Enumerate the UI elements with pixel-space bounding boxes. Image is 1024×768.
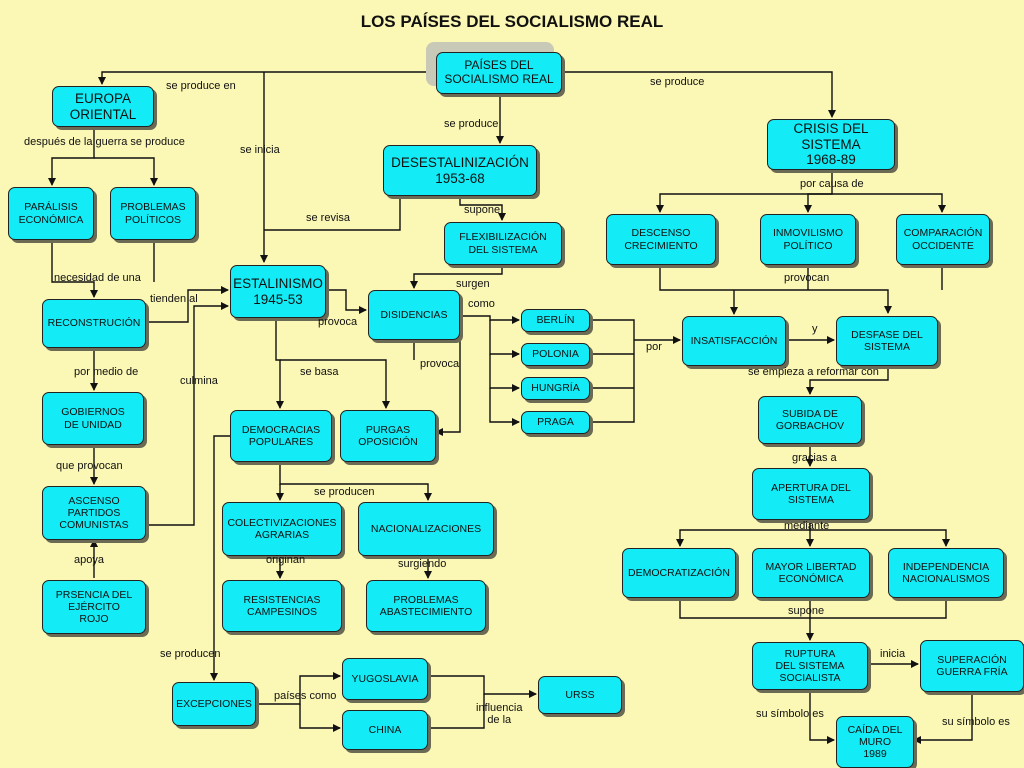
node-insatisfaccion[interactable]: INSATISFACCIÓN bbox=[682, 316, 786, 366]
node-desfase[interactable]: DESFASE DEL SISTEMA bbox=[836, 316, 938, 366]
label-por-causa: por causa de bbox=[800, 178, 864, 190]
label-tienden: tienden al bbox=[150, 293, 198, 305]
label-se-revisa: se revisa bbox=[306, 212, 351, 224]
node-reconstruccion[interactable]: RECONSTRUCIÓN bbox=[42, 299, 146, 348]
node-ruptura[interactable]: RUPTURA DEL SISTEMA SOCIALISTA bbox=[752, 642, 868, 690]
label-despues-guerra: después de la guerra se produce bbox=[24, 136, 185, 148]
node-apertura[interactable]: APERTURA DEL SISTEMA bbox=[752, 468, 870, 520]
node-polonia[interactable]: POLONIA bbox=[521, 343, 590, 366]
label-originan: originan bbox=[266, 554, 306, 566]
label-se-inicia: se inicia bbox=[240, 144, 280, 156]
node-nacionalizaciones[interactable]: NACIONALIZACIONES bbox=[358, 502, 494, 556]
label-simbolo-2: su símbolo es bbox=[942, 716, 1010, 728]
node-caida-muro[interactable]: CAÍDA DEL MURO 1989 bbox=[836, 716, 914, 768]
node-democratizacion[interactable]: DEMOCRATIZACIÓN bbox=[622, 548, 736, 598]
node-urss[interactable]: URSS bbox=[538, 676, 622, 714]
node-berlin[interactable]: BERLÍN bbox=[521, 309, 590, 332]
label-inicia: inicia bbox=[880, 648, 906, 660]
label-provoca-1: provoca bbox=[318, 316, 358, 328]
node-independencia[interactable]: INDEPENDENCIA NACIONALISMOS bbox=[888, 548, 1004, 598]
label-se-produce-en: se produce en bbox=[166, 80, 236, 92]
label-gracias: gracias a bbox=[792, 452, 837, 464]
label-se-empieza: se empieza a reformar con bbox=[748, 366, 879, 378]
node-colectivizaciones[interactable]: COLECTIVIZACIONES AGRARIAS bbox=[222, 502, 342, 556]
label-culmina: culmina bbox=[180, 375, 218, 387]
node-mayor-libertad[interactable]: MAYOR LIBERTAD ECONÓMICA bbox=[752, 548, 870, 598]
label-apoya: apoya bbox=[74, 554, 104, 566]
page-title: LOS PAÍSES DEL SOCIALISMO REAL bbox=[360, 12, 664, 31]
node-superacion[interactable]: SUPERACIÓN GUERRA FRÍA bbox=[920, 640, 1024, 692]
label-mediante: mediante bbox=[784, 520, 830, 532]
label-provocan: provocan bbox=[784, 272, 830, 284]
node-estalinismo[interactable]: ESTALINISMO 1945-53 bbox=[230, 265, 326, 318]
label-por: por bbox=[646, 341, 662, 353]
label-que-provocan: que provocan bbox=[56, 460, 123, 472]
node-crisis[interactable]: CRISIS DEL SISTEMA 1968-89 bbox=[767, 119, 895, 170]
node-democracias-populares[interactable]: DEMOCRACIAS POPULARES bbox=[230, 410, 332, 462]
label-necesidad: necesidad de una bbox=[54, 272, 141, 284]
node-yugoslavia[interactable]: YUGOSLAVIA bbox=[342, 658, 428, 700]
node-china[interactable]: CHINA bbox=[342, 710, 428, 750]
node-purgas[interactable]: PURGAS OPOSICIÓN bbox=[340, 410, 436, 462]
label-simbolo-1: su símbolo es bbox=[756, 708, 824, 720]
label-surgen: surgen bbox=[456, 278, 490, 290]
label-como: como bbox=[468, 298, 495, 310]
node-desestalinizacion[interactable]: DESESTALINIZACIÓN 1953-68 bbox=[383, 145, 537, 196]
node-descenso[interactable]: DESCENSO CRECIMIENTO bbox=[606, 214, 716, 265]
node-excepciones[interactable]: EXCEPCIONES bbox=[172, 682, 256, 726]
label-surgiendo: surgiendo bbox=[398, 558, 447, 570]
label-se-producen-1: se producen bbox=[314, 486, 375, 498]
node-presencia[interactable]: PRSENCIA DEL EJÉRCITO ROJO bbox=[42, 580, 146, 634]
label-influencia: influencia de la bbox=[476, 702, 523, 727]
label-por-medio: por medio de bbox=[74, 366, 139, 378]
node-resistencias[interactable]: RESISTENCIAS CAMPESINOS bbox=[222, 580, 342, 632]
node-disidencias[interactable]: DISIDENCIAS bbox=[368, 290, 460, 340]
node-ascenso[interactable]: ASCENSO PARTIDOS COMUNISTAS bbox=[42, 486, 146, 540]
label-se-basa: se basa bbox=[300, 366, 339, 378]
node-gobiernos[interactable]: GOBIERNOS DE UNIDAD bbox=[42, 392, 144, 445]
node-problemas-politicos[interactable]: PROBLEMAS POLÍTICOS bbox=[110, 187, 196, 240]
node-problemas-abastecimiento[interactable]: PROBLEMAS ABASTECIMIENTO bbox=[366, 580, 486, 632]
label-supone-1: supone bbox=[464, 204, 501, 216]
node-inmovilismo[interactable]: INMOVILISMO POLÍTICO bbox=[760, 214, 856, 265]
node-subida-gorbachov[interactable]: SUBIDA DE GORBACHOV bbox=[758, 396, 862, 444]
label-se-produce-right: se produce bbox=[650, 76, 705, 88]
node-praga[interactable]: PRAGA bbox=[521, 411, 590, 434]
node-flexibilizacion[interactable]: FLEXIBILIZACIÓN DEL SISTEMA bbox=[444, 222, 562, 265]
label-se-produce-center: se produce bbox=[444, 118, 499, 130]
node-hungria[interactable]: HUNGRÍA bbox=[521, 377, 590, 400]
node-paralisis[interactable]: PARÁLISIS ECONÓMICA bbox=[8, 187, 94, 240]
node-comparacion[interactable]: COMPARACIÓN OCCIDENTE bbox=[896, 214, 990, 265]
label-supone-2: supone bbox=[788, 605, 825, 617]
label-provoca-2: provoca bbox=[420, 358, 460, 370]
label-se-producen-2: se producen bbox=[160, 648, 221, 660]
node-paises[interactable]: PAÍSES DEL SOCIALISMO REAL bbox=[436, 52, 562, 94]
label-y: y bbox=[812, 323, 818, 335]
node-europa[interactable]: EUROPA ORIENTAL bbox=[52, 86, 154, 127]
label-paises-como: países como bbox=[274, 690, 337, 702]
